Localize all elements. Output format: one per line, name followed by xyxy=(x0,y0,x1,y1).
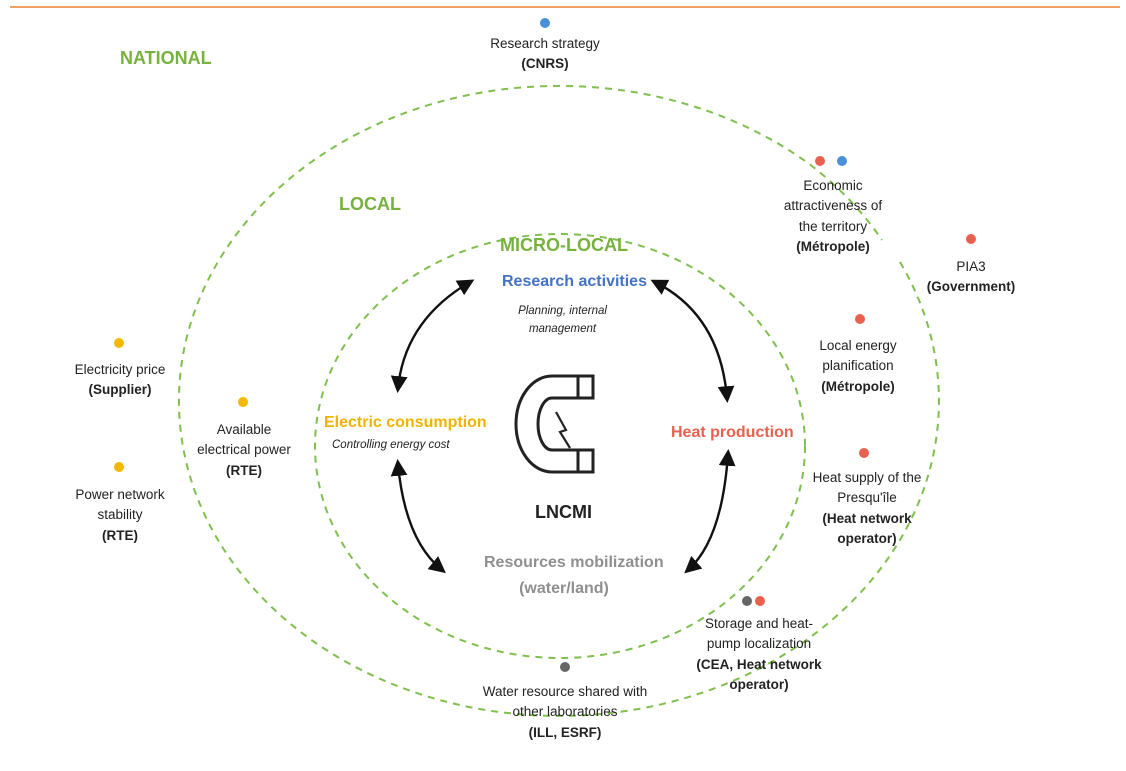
research-activities-title: Research activities xyxy=(502,273,647,290)
arrow-research-electric xyxy=(390,279,475,394)
dot-water-gray xyxy=(560,662,570,672)
zone-micro-local-label: MICRO-LOCAL xyxy=(500,235,628,255)
dot-research-strategy-blue xyxy=(540,18,550,28)
arrow-heat-resources xyxy=(684,448,736,574)
stakeholder-water-resource: Water resource shared with other laborat… xyxy=(482,684,648,740)
resources-mobilization: Resources mobilization (water/land) xyxy=(484,554,664,597)
heat-production-title: Heat production xyxy=(671,424,794,441)
stakeholder-available-power: Available electrical power (RTE) xyxy=(197,422,291,478)
dot-power-network-yellow xyxy=(114,462,124,472)
lncmi-title: LNCMI xyxy=(535,502,592,522)
magnet-icon xyxy=(514,374,595,474)
research-activities-subtitle: Planning, internal management xyxy=(518,305,607,335)
stakeholder-pia3: PIA3 (Government) xyxy=(926,259,1016,295)
micro-local-ring xyxy=(314,233,806,659)
dot-electricity-price-yellow xyxy=(114,338,124,348)
zone-national-label: NATIONAL xyxy=(120,48,212,68)
electric-consumption-subtitle: Controlling energy cost xyxy=(332,439,450,451)
dot-economic-blue xyxy=(837,156,847,166)
stakeholder-local-energy: Local energy planification (Métropole) xyxy=(819,338,897,394)
stakeholder-heat-supply: Heat supply of the Presqu'île (Heat netw… xyxy=(812,470,922,546)
dot-heat-supply-red xyxy=(859,448,869,458)
dot-available-power-yellow xyxy=(238,397,248,407)
electric-consumption-title: Electric consumption xyxy=(324,414,487,431)
dot-storage-gray xyxy=(742,596,752,606)
dot-local-energy-red xyxy=(855,314,865,324)
national-ring xyxy=(177,84,940,717)
stakeholder-power-network: Power network stability (RTE) xyxy=(75,487,165,543)
dot-storage-red xyxy=(755,596,765,606)
stakeholder-research-strategy: Research strategy (CNRS) xyxy=(490,36,600,72)
top-border xyxy=(10,6,1120,8)
dot-economic-red xyxy=(815,156,825,166)
arrow-research-heat xyxy=(650,279,735,404)
stakeholder-economic-attractiveness: Economic attractiveness of the territory… xyxy=(783,178,883,254)
dot-pia3-red xyxy=(966,234,976,244)
stakeholder-electricity-price: Electricity price (Supplier) xyxy=(74,362,166,398)
arrow-electric-resources xyxy=(390,458,446,574)
stakeholder-storage-heat-pump: Storage and heat- pump localization (CEA… xyxy=(696,616,822,692)
zone-local-label: LOCAL xyxy=(339,194,401,214)
